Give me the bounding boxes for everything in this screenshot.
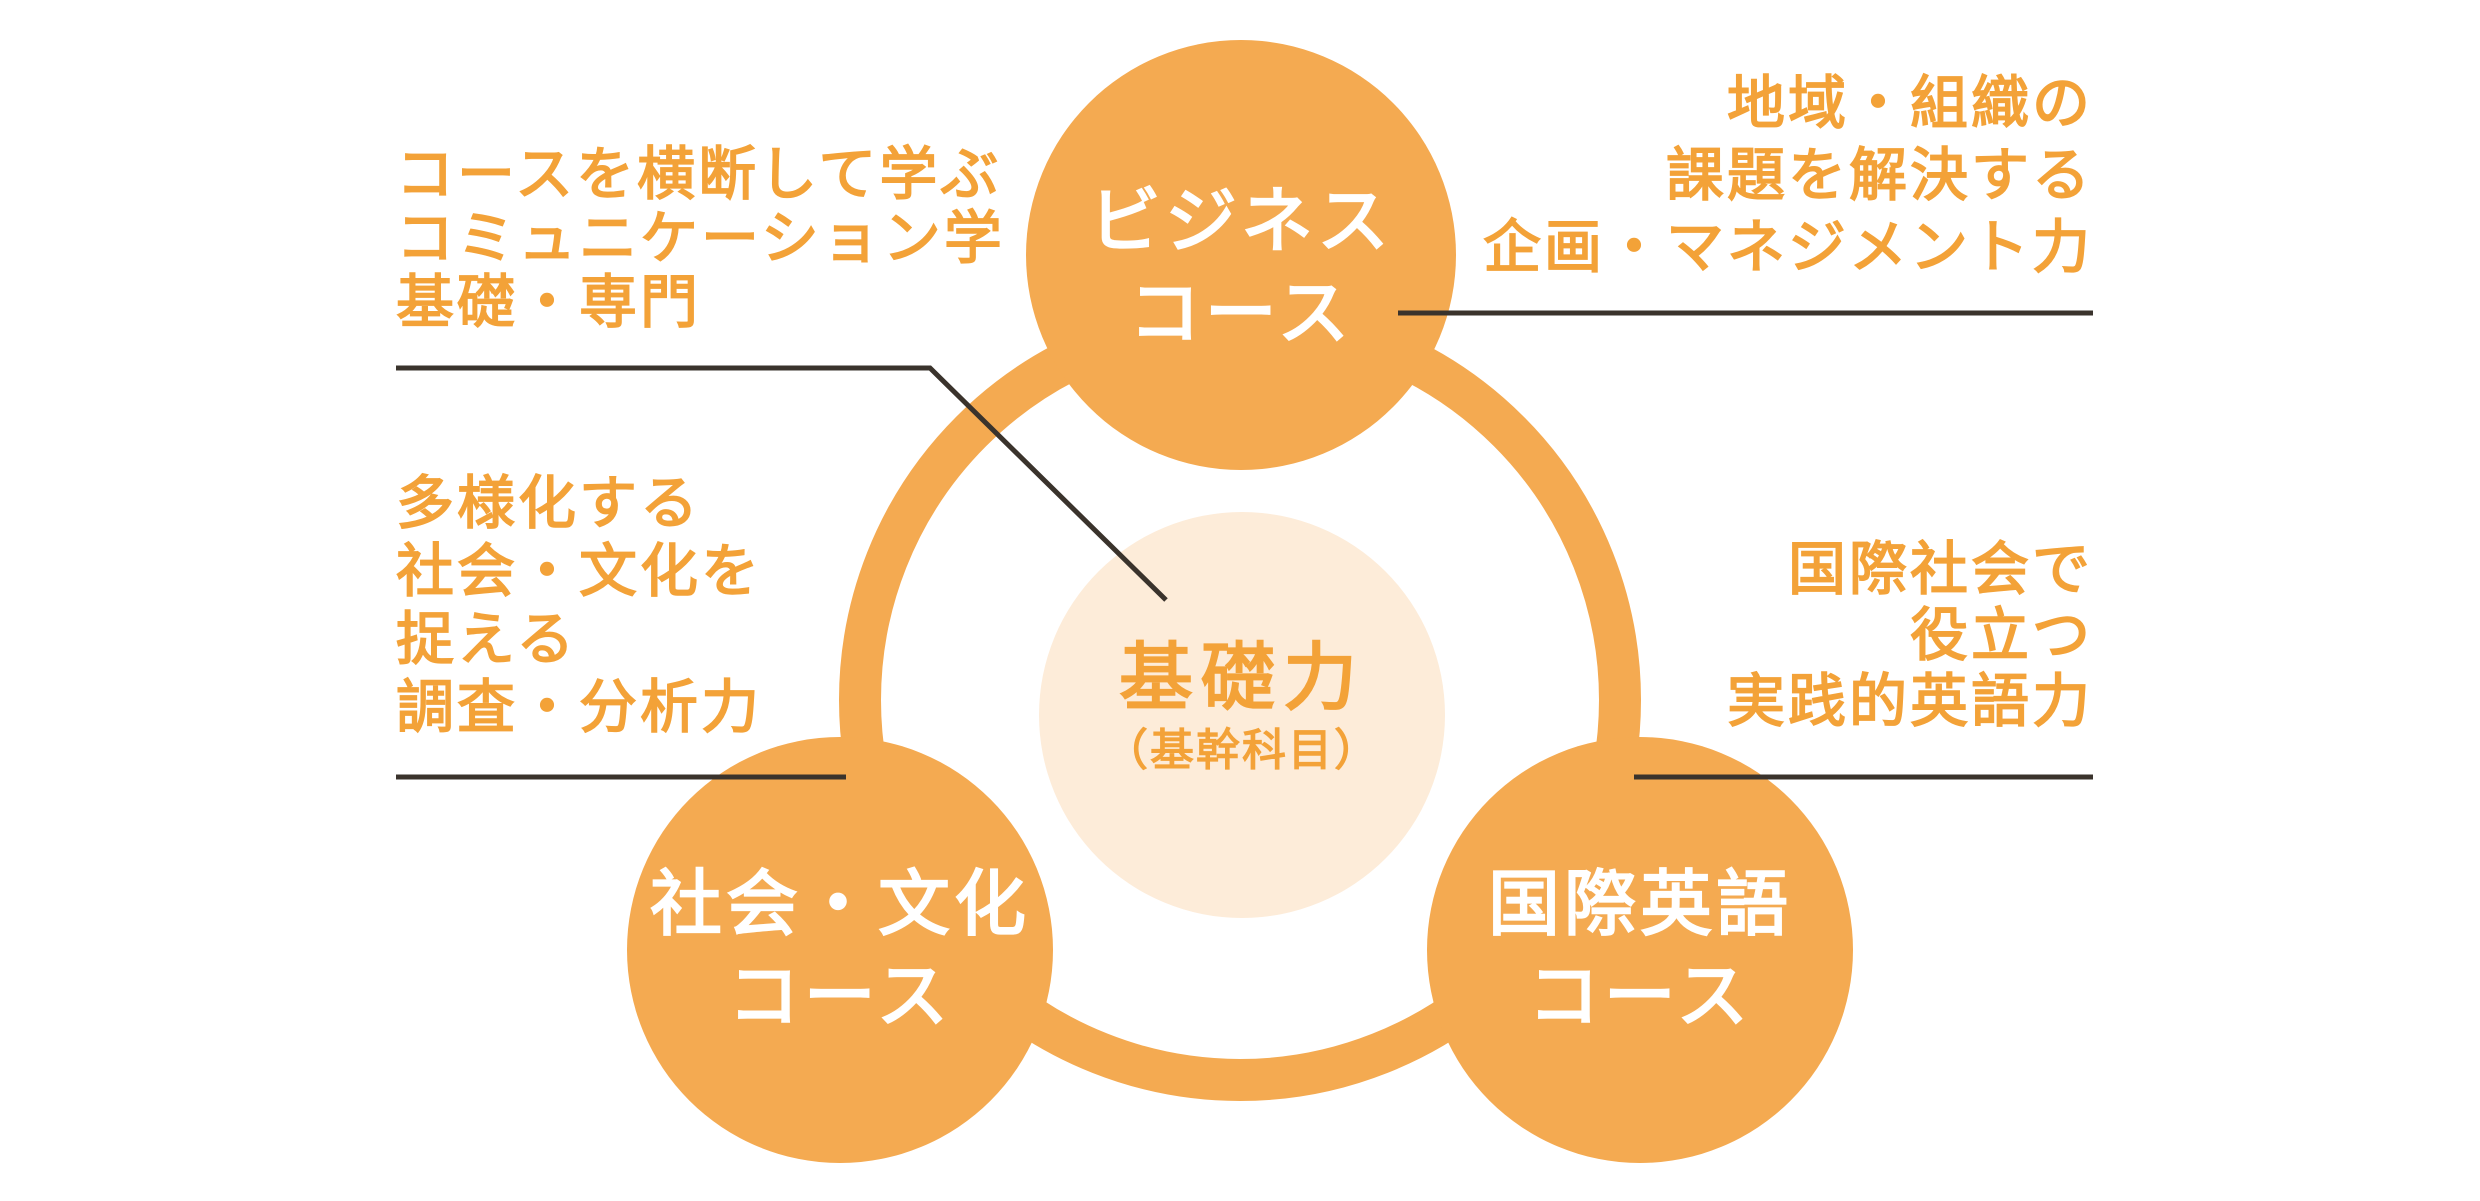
annotation-line: 調査・分析力 [396, 675, 763, 740]
society-culture-course-label: 社会・文化 コース [540, 859, 1140, 1043]
annotation-cross-course-learning: コースを横断して学ぶ コミュニケーション学 基礎・専門 [396, 143, 1005, 335]
business-course-label: ビジネス コース [941, 176, 1541, 360]
annotation-research-analysis: 多様化する 社会・文化を 捉える 調査・分析力 [396, 470, 762, 742]
leader-line-top-left [396, 365, 1168, 602]
society-culture-course-circle [627, 737, 1053, 1163]
course-label-line: 国際英語 [1487, 865, 1792, 945]
international-english-course-label: 国際英語 コース [1340, 859, 1940, 1043]
annotation-line: 役立つ [1909, 603, 2093, 668]
annotation-line: 課題を解決する [1665, 143, 2093, 208]
annotation-line: コースを横断して学ぶ [396, 142, 1002, 207]
business-course-circle [1026, 40, 1456, 470]
annotation-line: 実践的英語力 [1726, 669, 2093, 734]
annotation-line: 多様化する [396, 471, 702, 536]
annotation-line: 社会・文化を [396, 539, 763, 604]
course-label-line: コース [1128, 274, 1354, 354]
annotation-line: コミュニケーション学 [396, 206, 1005, 271]
annotation-line: 捉える [396, 607, 578, 672]
annotation-planning-management: 地域・組織の 課題を解決する 企画・マネジメント力 [1483, 68, 2093, 284]
annotation-line: 企画・マネジメント力 [1482, 215, 2093, 280]
core-foundation-label: 基礎力 （基幹科目） [942, 633, 1542, 779]
annotation-line: 地域・組織の [1726, 71, 2093, 136]
annotation-line: 基礎・専門 [396, 270, 702, 335]
course-label-line: コース [1527, 957, 1753, 1037]
core-foundation-circle [1039, 512, 1445, 918]
core-title: 基礎力 [1119, 636, 1365, 719]
course-label-line: コース [727, 957, 953, 1037]
international-english-course-circle [1427, 737, 1853, 1163]
course-label-line: 社会・文化 [649, 865, 1030, 945]
annotation-line: 国際社会で [1787, 537, 2093, 602]
course-label-line: ビジネス [1088, 182, 1393, 262]
core-subtitle: （基幹科目） [1104, 726, 1380, 775]
annotation-practical-english: 国際社会で 役立つ 実践的英語力 [1727, 537, 2093, 735]
